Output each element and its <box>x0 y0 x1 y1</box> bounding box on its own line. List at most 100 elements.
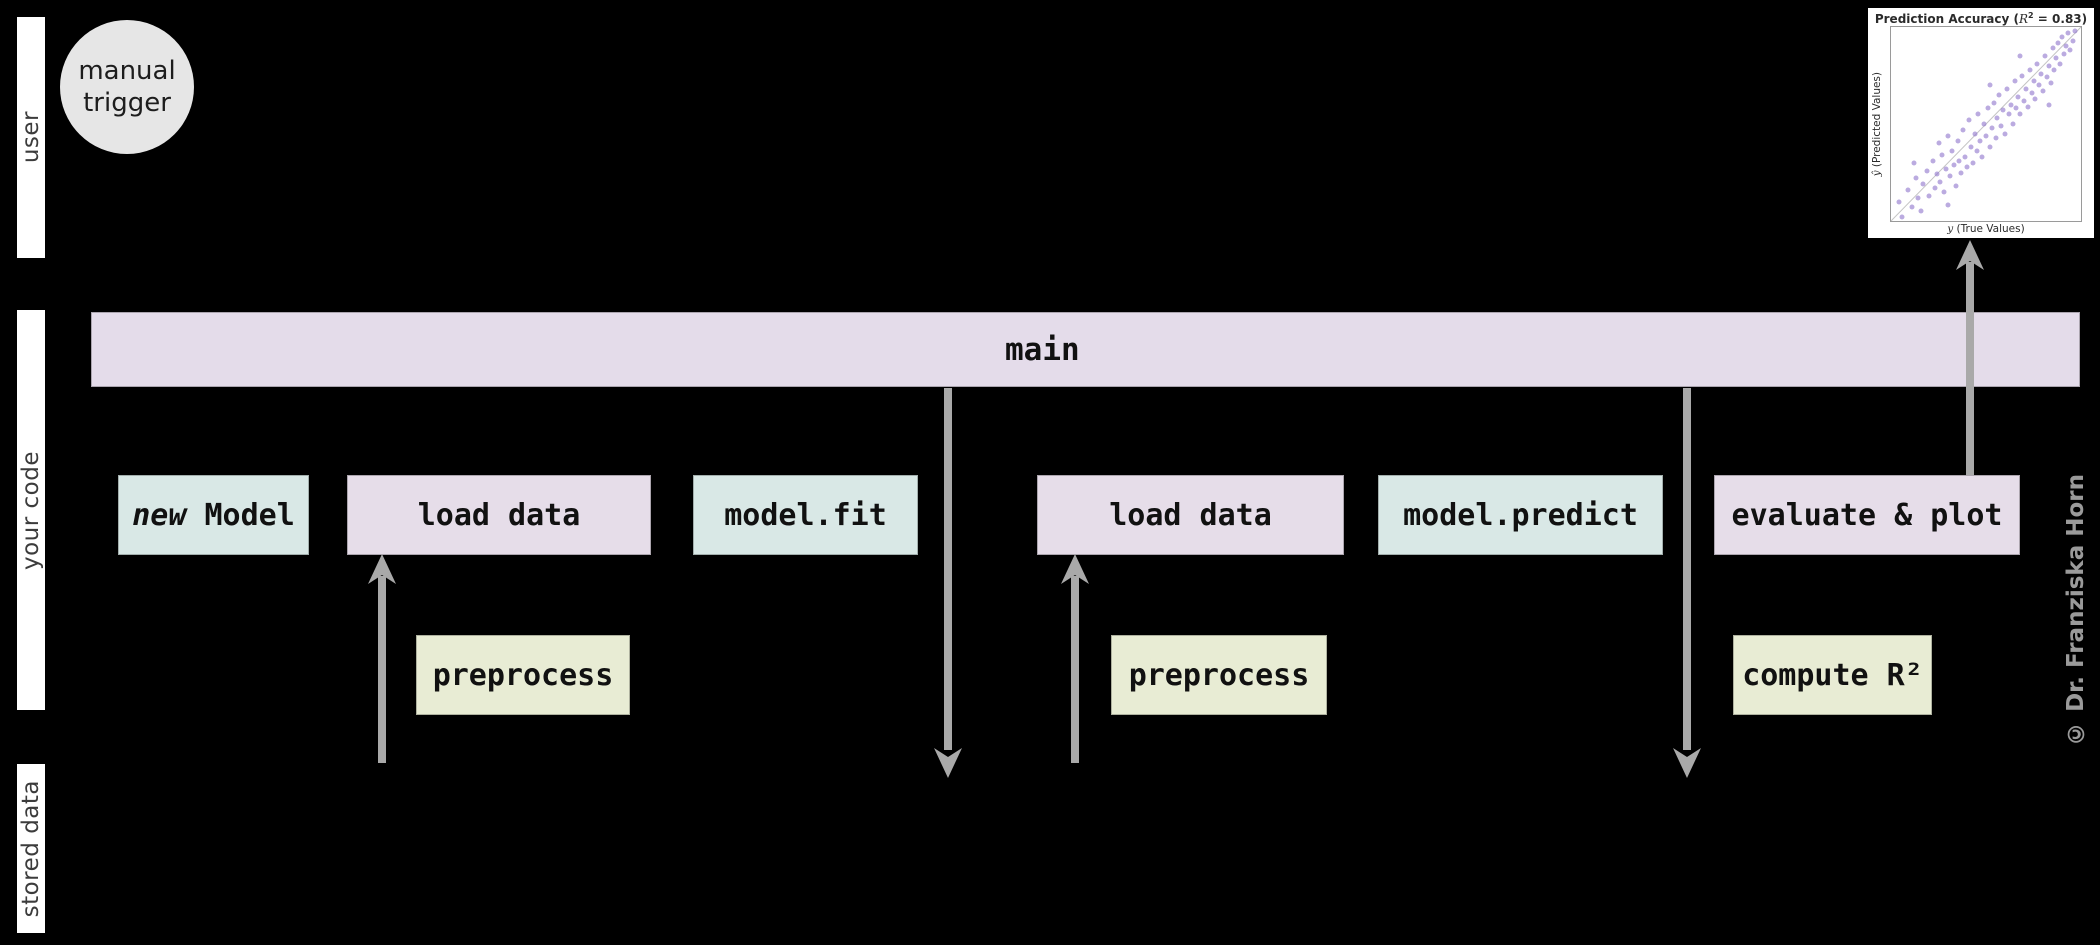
scatter-point <box>2029 90 2035 96</box>
scatter-point <box>1939 152 1945 158</box>
box-load-data-2: load data <box>1037 475 1344 555</box>
box-compute-r2-label: compute R² <box>1742 657 1923 693</box>
watermark-text: © Dr. Franziska Horn <box>2063 474 2089 746</box>
scatter-point <box>2015 94 2021 100</box>
scatter-point <box>1941 189 1947 195</box>
scatter-point <box>2070 38 2076 44</box>
lane-stored-data: stored data <box>17 764 45 933</box>
box-preprocess-2: preprocess <box>1111 635 1327 715</box>
scatter-point <box>2025 104 2031 110</box>
scatter-point <box>2034 61 2040 67</box>
box-load-data-1-label: load data <box>417 497 581 533</box>
scatter-point <box>2017 53 2023 59</box>
scatter-point <box>2032 96 2038 102</box>
scatter-point <box>1930 158 1936 164</box>
scatter-point <box>1909 204 1915 210</box>
scatter-point <box>1899 214 1905 220</box>
scatter-point <box>1945 133 1951 139</box>
box-model-predict: model.predict <box>1378 475 1663 555</box>
scatter-point <box>1949 148 1955 154</box>
scatter-point <box>2000 107 2006 113</box>
scatter-point <box>2042 53 2048 59</box>
scatter-point <box>1968 144 1974 150</box>
scatter-point <box>2010 121 2016 127</box>
scatter-point <box>1987 82 1993 88</box>
scatter-point <box>1972 131 1978 137</box>
scatter-point <box>2023 86 2029 92</box>
lane-your-code: your code <box>17 310 45 710</box>
scatter-point <box>1915 195 1921 201</box>
scatter-title: Prediction Accuracy (R2 = 0.83) <box>1874 11 2088 26</box>
scatter-point <box>1966 117 1972 123</box>
scatter-point <box>2048 80 2054 86</box>
scatter-point <box>1993 135 1998 141</box>
box-new-model: new Model <box>118 475 309 555</box>
scatter-point <box>1934 171 1940 177</box>
scatter-point <box>1918 208 1924 214</box>
scatter-point <box>1958 170 1964 175</box>
scatter-point <box>2057 61 2063 67</box>
scatter-point <box>1983 133 1989 139</box>
main-bar: main <box>91 312 2080 387</box>
scatter-point <box>1896 199 1902 205</box>
scatter-point <box>2019 73 2025 78</box>
scatter-point <box>2027 67 2033 73</box>
scatter-point <box>1996 92 2002 98</box>
scatter-point <box>1945 202 1951 208</box>
box-compute-r2: compute R² <box>1733 635 1932 715</box>
scatter-point <box>1987 144 1993 150</box>
box-preprocess-1: preprocess <box>416 635 630 715</box>
scatter-point <box>2038 71 2044 77</box>
scatter-point <box>1991 100 1997 106</box>
scatter-point <box>1962 154 1968 160</box>
scatter-point <box>2055 40 2061 46</box>
box-preprocess-1-label: preprocess <box>432 657 614 693</box>
scatter-xlabel: y (True Values) <box>1947 223 2025 235</box>
box-model-predict-label: model.predict <box>1403 497 1638 533</box>
scatter-point <box>2050 45 2055 51</box>
scatter-point <box>1964 164 1970 170</box>
scatter-point <box>1936 140 1941 146</box>
scatter-point <box>1960 127 1966 133</box>
box-new-model-italic: new <box>132 497 187 533</box>
scatter-point <box>2006 111 2012 117</box>
lane-user-label: user <box>18 111 44 164</box>
box-load-data-1: load data <box>347 475 651 555</box>
watermark: © Dr. Franziska Horn <box>2052 474 2100 746</box>
box-preprocess-2-label: preprocess <box>1128 657 1310 693</box>
scatter-point <box>1974 148 1979 154</box>
scatter-point <box>1924 168 1930 174</box>
scatter-point <box>2040 88 2046 94</box>
scatter-point <box>2053 55 2059 61</box>
box-evaluate-plot: evaluate & plot <box>1714 475 2020 555</box>
scatter-point <box>1937 179 1943 185</box>
scatter-point <box>2065 30 2071 36</box>
manual-trigger-node: manual trigger <box>60 20 194 154</box>
scatter-point <box>1994 115 2000 121</box>
manual-trigger-label: manual trigger <box>78 55 176 119</box>
scatter-point <box>1956 158 1962 164</box>
scatter-point <box>1951 162 1957 168</box>
scatter-point <box>2004 86 2010 92</box>
scatter-point <box>2067 47 2073 53</box>
scatter-point <box>2002 131 2008 137</box>
scatter-point <box>1943 166 1949 172</box>
scatter-point <box>2013 105 2019 111</box>
scatter-point <box>2046 102 2052 108</box>
main-bar-label: main <box>1005 331 1080 368</box>
arrowhead-down-icon <box>934 748 962 778</box>
scatter-point <box>1911 160 1917 166</box>
box-evaluate-plot-label: evaluate & plot <box>1731 497 2003 533</box>
scatter-axes <box>1890 26 2082 222</box>
scatter-point <box>1947 173 1953 179</box>
scatter-point <box>2061 51 2067 57</box>
scatter-point <box>1985 105 1991 111</box>
box-load-data-2-label: load data <box>1109 497 1272 533</box>
scatter-point <box>2059 34 2065 40</box>
scatter-point <box>2046 63 2052 69</box>
scatter-point <box>1955 138 1960 144</box>
box-model-fit-label: model.fit <box>724 497 887 533</box>
lane-user: user <box>17 17 45 258</box>
box-new-model-label: Model <box>186 497 295 533</box>
